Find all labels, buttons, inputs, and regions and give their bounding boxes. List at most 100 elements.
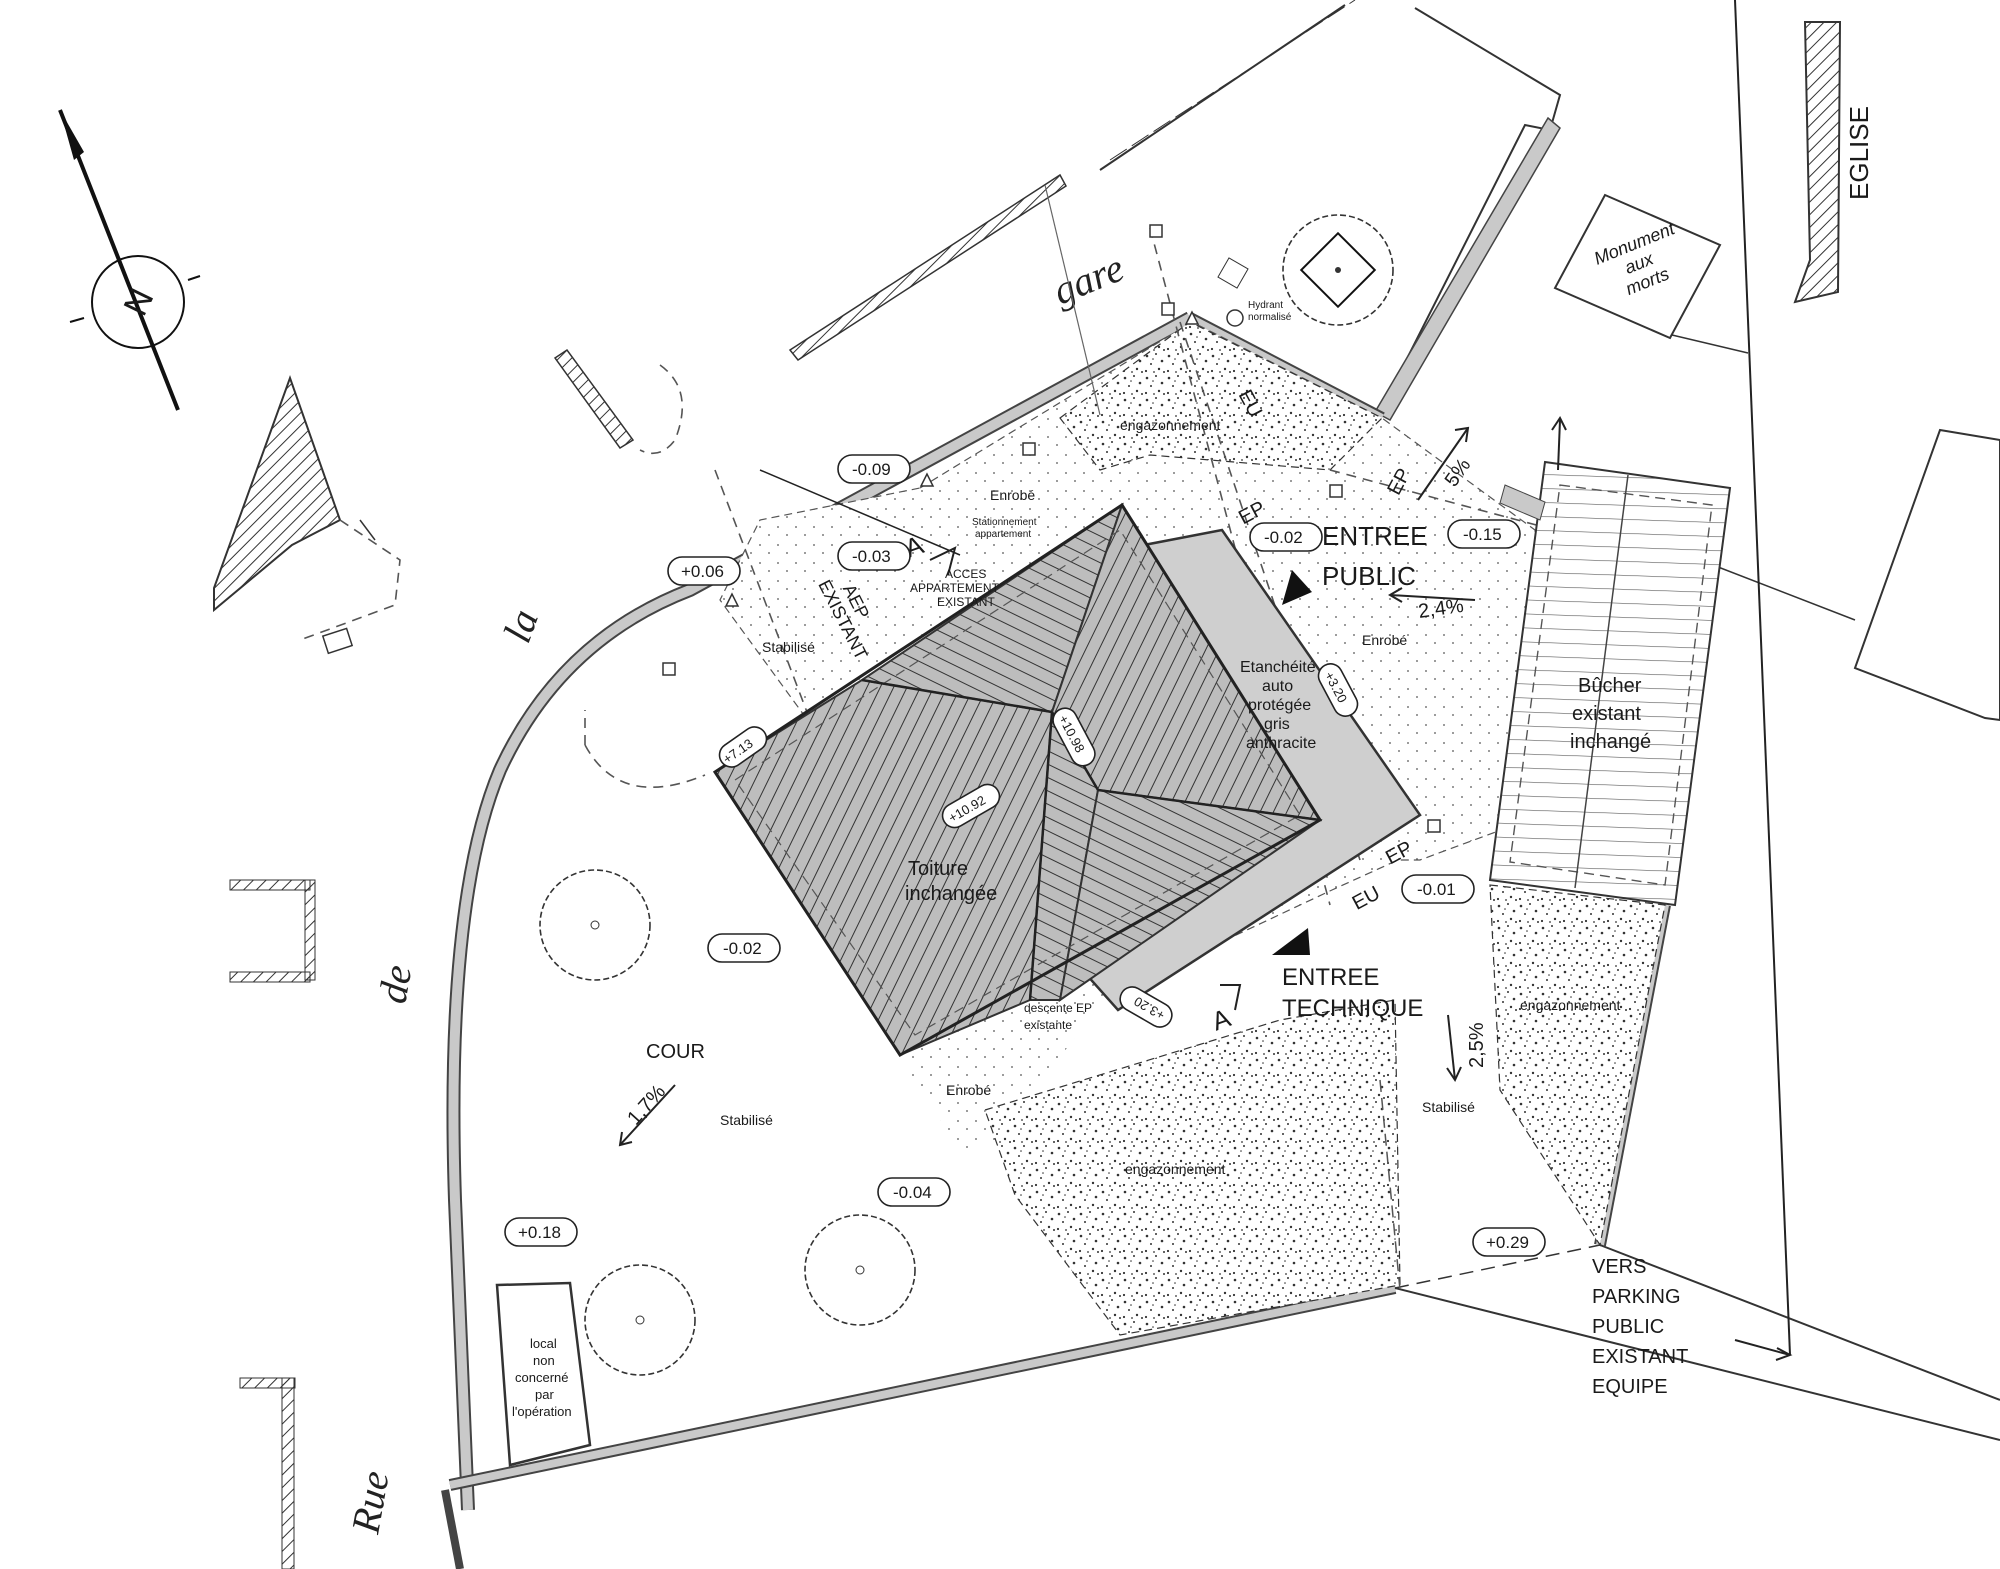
level-pill-m015-text: -0.15 [1463,525,1502,544]
level-pill-m003-text: -0.03 [852,547,891,566]
tree-4 [1282,214,1394,326]
hatched-neighbour-left [213,375,342,613]
label-enrobe-right: Enrobé [1362,632,1407,648]
street-label-de: de [370,962,421,1007]
level-pill-m003: -0.03 [837,541,911,571]
etancheite-line-1: Etanchéité [1240,659,1316,676]
entree-public-line-1: ENTREE [1322,521,1427,551]
vers-parking-line-1: VERS [1592,1256,1646,1278]
level-pill-m004-text: -0.04 [893,1183,932,1202]
street-label-gare: gare [1047,245,1130,314]
roof-overhang [734,529,1301,1036]
entree-technique-line-1: ENTREE [1282,964,1379,991]
etancheite-line-4: gris [1264,716,1290,733]
hatched-fence-mid [553,348,635,450]
neighbour-building-right [1699,428,2000,722]
toiture-line-2: inchangée [905,883,997,905]
level-pill-m002b: -0.02 [707,933,781,963]
local-line-2: non [533,1353,555,1368]
descente-line-1: descente EP [1024,1001,1092,1015]
street-label-rue: Rue [342,1468,397,1538]
fence-arc [639,364,683,455]
level-pill-p029: +0.29 [1472,1227,1546,1257]
label-acces-3: EXISTANT [937,595,995,609]
bucher-line-2: existant [1572,703,1641,725]
upper-building [1099,0,1562,422]
level-pill-p018-text: +0.18 [518,1223,561,1242]
label-engazonnement-top: engazonnement [1120,417,1221,433]
tree-2 [804,1214,916,1326]
woodshed [1488,460,1732,907]
local-shed [495,1281,592,1467]
section-a-bottom-label: A [1208,1002,1235,1036]
level-pill-p006-text: +0.06 [681,562,724,581]
label-stationnement-1: Stationnement [972,517,1037,528]
hydrant-label-2: normalisé [1248,312,1292,323]
level-pill-m002a: -0.02 [1249,522,1323,552]
toiture-line-1: Toiture [908,858,968,880]
hydrant-label-1: Hydrant [1248,300,1283,311]
neighbour-left-outline [299,519,401,641]
grass-area-top [1059,321,1384,471]
level-pill-p018: +0.18 [504,1217,578,1247]
label-eu-bottom: EU [1349,882,1384,914]
label-acces-2: APPARTEMENT [910,581,1000,595]
vers-parking-line-4: EXISTANT [1592,1346,1688,1368]
section-marker-a-bottom: A [1208,984,1242,1036]
level-pill-m004: -0.04 [877,1177,951,1207]
entree-public-line-2: PUBLIC [1322,561,1416,591]
grass-area-bottom [984,999,1401,1336]
street-label-la: la [494,603,547,648]
north-letter: N [117,283,162,322]
label-stabilise-1: Stabilisé [762,639,815,655]
descente-line-2: existante [1024,1018,1072,1032]
level-pill-m002a-text: -0.02 [1264,528,1303,547]
local-line-1: local [530,1336,557,1351]
bucher-line-3: inchangé [1570,731,1651,753]
main-building [712,502,1422,1057]
label-enrobe-bottom: Enrobé [946,1082,991,1098]
etancheite-line-5: anthracite [1246,735,1316,752]
slope-2-5: 2,5% [1466,1022,1488,1068]
vers-parking-line-3: PUBLIC [1592,1316,1664,1338]
etancheite-line-2: auto [1262,678,1293,695]
road-edge-wall [441,311,2000,1569]
label-stabilise-2: Stabilisé [720,1112,773,1128]
tree-3 [584,1264,696,1376]
level-pill-m009: -0.09 [837,454,911,484]
local-line-4: par [535,1387,554,1402]
local-line-3: concerné [515,1370,568,1385]
label-engazonnement-right: engazonnement [1520,997,1621,1013]
local-line-5: l'opération [512,1404,572,1419]
small-box-left [321,627,354,655]
etancheite-line-3: protégée [1248,697,1311,714]
bucher-line-1: Bûcher [1578,675,1642,697]
label-stationnement-2: appartement [975,529,1031,540]
monument: Monument aux morts [1553,193,1749,354]
label-stabilise-3: Stabilisé [1422,1099,1475,1115]
vers-parking-line-2: PARKING [1592,1286,1681,1308]
label-eglise: EGLISE [1844,106,1874,200]
label-acces-1: ACCES [945,567,986,581]
left-walls [229,879,316,1569]
label-engazonnement-bottom: engazonnement [1125,1161,1226,1177]
north-arrow: N [58,109,201,411]
hydrant-icon [1217,257,1249,327]
level-pill-m009-text: -0.09 [852,460,891,479]
level-pill-m015: -0.15 [1447,519,1521,549]
court-dash-arc [584,744,706,788]
level-pill-p029-text: +0.29 [1486,1233,1529,1252]
level-pill-m001-text: -0.01 [1417,880,1456,899]
label-cour: COUR [646,1041,705,1063]
entrance-technical-arrow [1272,928,1310,955]
tree-1 [539,869,651,981]
label-enrobe-top: Enrobé [990,487,1035,503]
slope-1-7: 1,7% [623,1081,670,1130]
entrance-public-arrow [1282,570,1312,605]
church-wall: EGLISE [1793,21,1874,304]
level-pill-p006: +0.06 [667,556,741,586]
hatched-fence-top [788,173,1067,361]
asphalt-zone-bottom [895,975,1120,1150]
vers-parking-line-5: EQUIPE [1592,1376,1668,1398]
